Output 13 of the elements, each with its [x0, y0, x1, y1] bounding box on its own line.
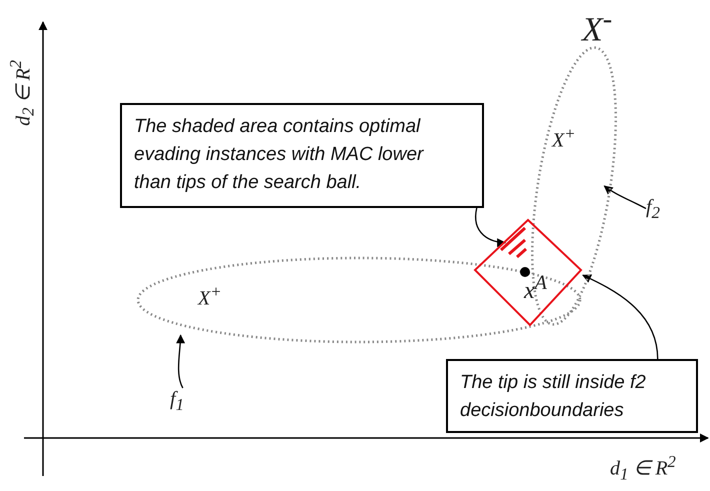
set-label: x$^{A}$	[524, 272, 547, 305]
axis-label: d$_{1}$ ∈ R$^{2}$	[610, 452, 676, 485]
leader-line	[582, 274, 658, 360]
callout-box: The tip is still inside f2 decisionboundaries	[446, 359, 698, 433]
set-label: X$^{-}$	[582, 4, 612, 50]
set-label: X$^{+}$	[198, 282, 222, 311]
function-label: f$_{2}$	[646, 196, 660, 218]
leader-line	[176, 334, 185, 388]
function-label: f$_{1}$	[170, 388, 184, 410]
leader-line	[604, 185, 646, 210]
set-label: X$^{+}$	[552, 124, 576, 153]
leader-line	[475, 208, 506, 247]
callout-box: The shaded area contains optimal evading instances with MAC lower than tips of the search ball.	[120, 103, 484, 208]
